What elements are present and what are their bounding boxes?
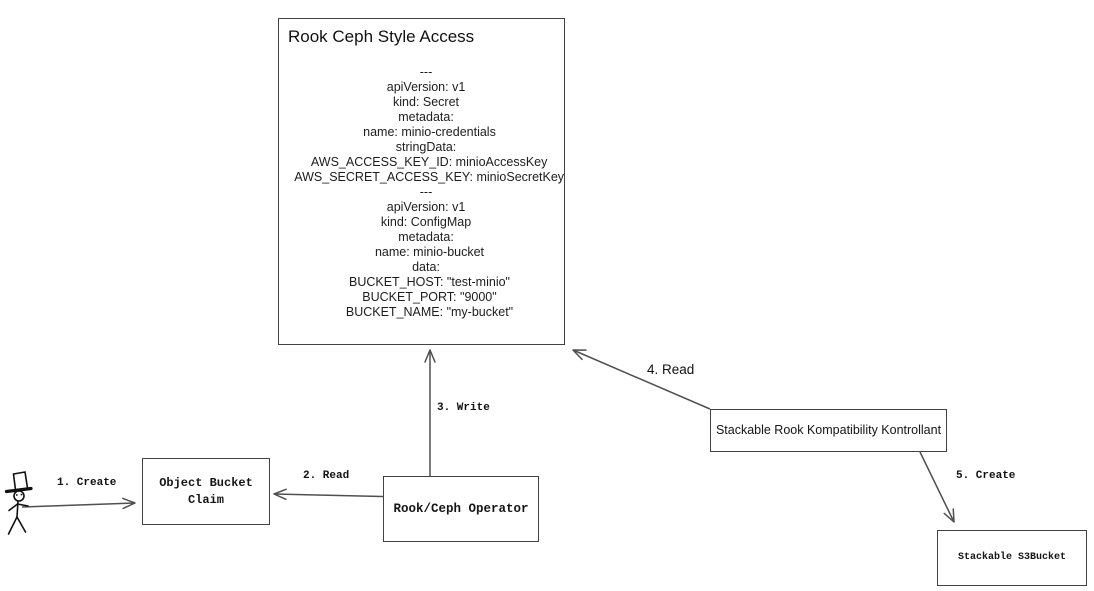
stackable-kontrollant-label: Stackable Rook Kompatibility Kontrollant (715, 423, 942, 438)
node-stackable-kontrollant: Stackable Rook Kompatibility Kontrollant (710, 409, 947, 452)
edge-5-create-label: 5. Create (956, 470, 1016, 482)
node-stackable-s3bucket: Stackable S3Bucket (937, 530, 1087, 586)
edge-5-create-arrow (919, 451, 955, 523)
access-box-yaml: --- apiVersion: v1 kind: Secret metadata… (294, 65, 565, 319)
node-rook-ceph-operator: Rook/Ceph Operator (383, 476, 539, 542)
edge-4-read-arrow (572, 349, 711, 410)
object-bucket-claim-label: Object Bucket Claim (159, 476, 253, 507)
edge-4-read-label: 4. Read (647, 362, 695, 377)
node-object-bucket-claim: Object Bucket Claim (142, 458, 270, 525)
edge-3-write-label: 3. Write (437, 402, 490, 414)
edge-1-create-arrow (21, 497, 136, 510)
rook-ceph-operator-label: Rook/Ceph Operator (393, 501, 529, 516)
user-actor-icon (4, 471, 33, 535)
edge-2-read-arrow (273, 488, 384, 501)
access-box-title: Rook Ceph Style Access (288, 27, 475, 46)
node-rook-ceph-style-access: Rook Ceph Style Access --- apiVersion: v… (278, 18, 565, 345)
edge-2-read-label: 2. Read (303, 470, 350, 482)
edge-1-create-label: 1. Create (57, 477, 117, 489)
stackable-s3bucket-label: Stackable S3Bucket (957, 552, 1067, 564)
